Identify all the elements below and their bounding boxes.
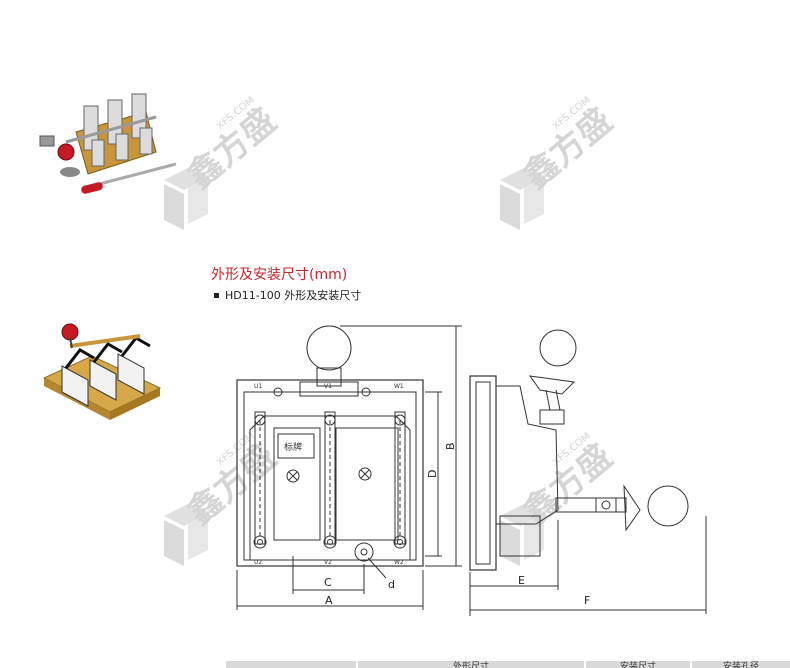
table-header-blank — [226, 661, 356, 668]
bullet-icon — [214, 292, 219, 298]
dim-b: B — [444, 442, 457, 450]
dim-f: F — [584, 594, 590, 607]
terminal-v2: V2 — [324, 559, 332, 566]
table-header-outline: 外形尺寸 — [358, 661, 584, 668]
dim-a: A — [325, 594, 333, 607]
terminal-v1: V1 — [324, 383, 332, 390]
terminal-w2: W2 — [394, 559, 404, 566]
product-photo-knife-switch — [39, 93, 177, 194]
dim-d-height: D — [426, 470, 439, 478]
nameplate — [277, 433, 315, 459]
subtitle-text: HD11-100 外形及安装尺寸 — [225, 289, 362, 302]
section-subtitle: HD11-100 外形及安装尺寸 — [214, 287, 361, 303]
side-base — [469, 375, 497, 571]
watermark-1: 鑫方盛 XFS.COM — [164, 95, 284, 230]
product-photo-closed-switch — [42, 323, 162, 420]
dim-e: E — [518, 574, 525, 587]
terminal-u2: U2 — [254, 559, 262, 566]
handle-knob — [306, 325, 352, 371]
terminal-w1: W1 — [394, 383, 404, 390]
watermark-3: 鑫方盛 XFS.COM — [164, 431, 284, 566]
dim-d: d — [388, 578, 395, 591]
dimension-drawing: U1 V1 W1 标牌 U2 V2 W2 d A C D — [236, 325, 707, 616]
dim-c: C — [324, 576, 332, 589]
table-header-mount: 安装尺寸 — [586, 661, 690, 668]
terminal-u1: U1 — [254, 383, 262, 390]
nameplate-label: 标牌 — [284, 441, 302, 453]
front-base-plate — [236, 379, 424, 567]
section-title: 外形及安装尺寸(mm) — [211, 267, 348, 283]
watermark-2: 鑫方盛 XFS.COM — [500, 95, 620, 230]
table-header-hole: 安装孔径 — [692, 661, 790, 668]
watermark-4: 鑫方盛 XFS.COM — [500, 431, 620, 566]
